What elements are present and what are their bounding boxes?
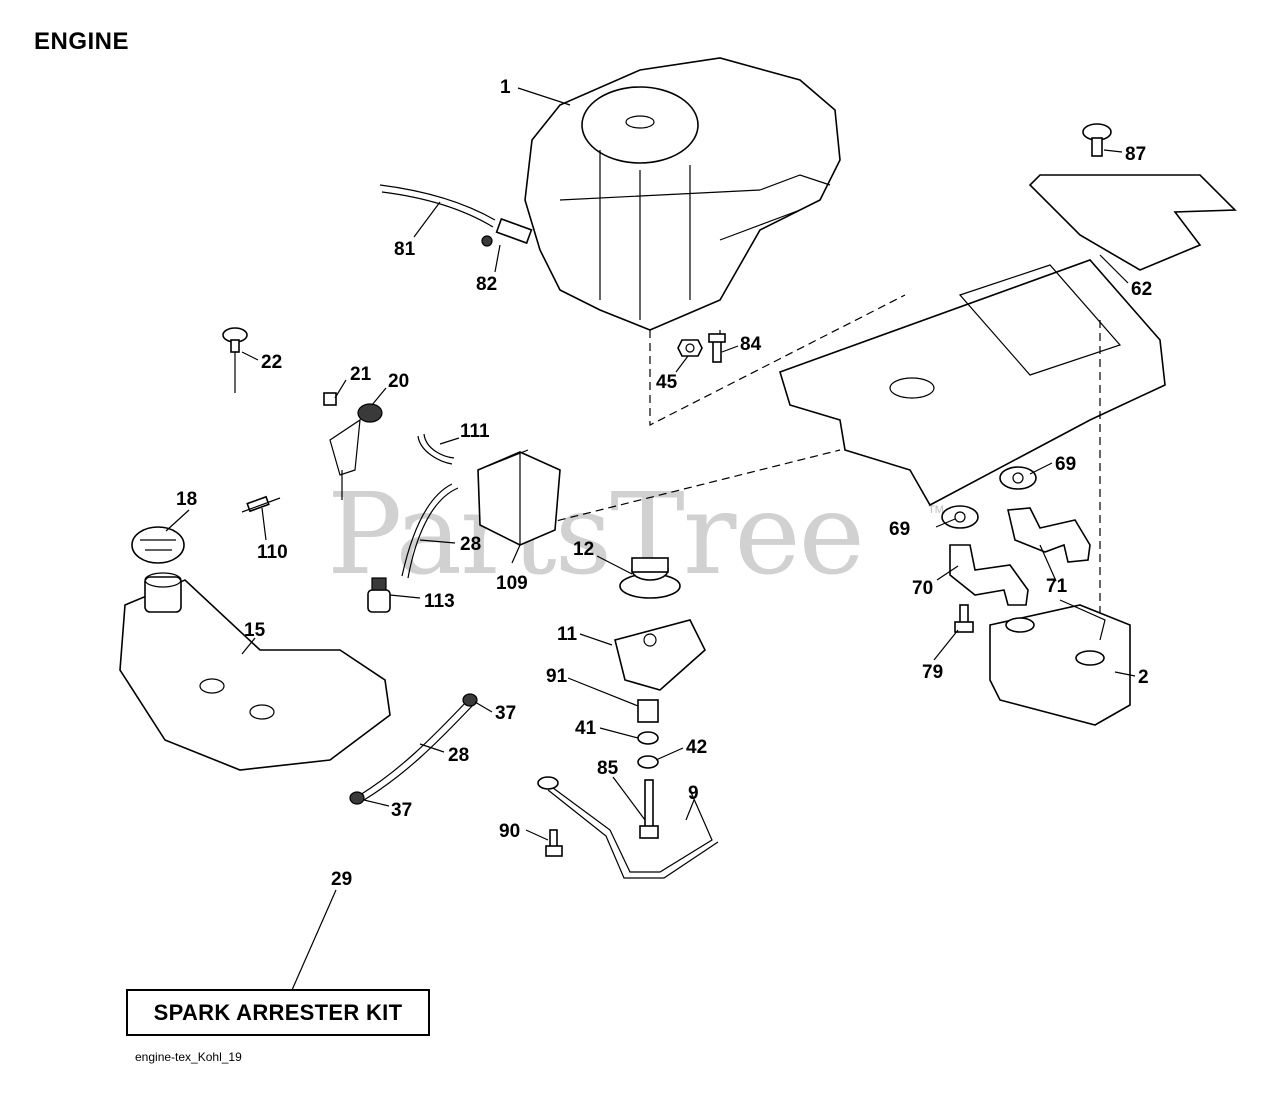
callout-22: 22 <box>261 352 282 373</box>
callout-12: 12 <box>573 539 594 560</box>
callout-42: 42 <box>686 737 707 758</box>
engine-mount-frame <box>779 259 1166 507</box>
fuel-line-81[interactable] <box>379 184 496 228</box>
callout-37-lower: 37 <box>391 800 412 821</box>
callout-81: 81 <box>394 239 416 260</box>
callout-84: 84 <box>740 334 762 355</box>
throttle-control-20[interactable] <box>329 403 383 500</box>
spark-arrester-kit-label: SPARK ARRESTER KIT <box>126 989 430 1036</box>
callout-11: 11 <box>557 624 578 645</box>
callout-2: 2 <box>1138 667 1149 688</box>
callout-15: 15 <box>244 620 266 641</box>
hose-111[interactable] <box>417 433 455 465</box>
pulley-12[interactable] <box>619 557 681 599</box>
washer-42[interactable] <box>637 755 659 769</box>
callout-70: 70 <box>912 578 933 599</box>
callout-41: 41 <box>575 718 597 739</box>
clutch-11[interactable] <box>614 619 706 691</box>
callout-45: 45 <box>656 372 678 393</box>
nut-45[interactable] <box>677 339 703 357</box>
watermark: PartsTree <box>327 470 865 600</box>
engine-part-1[interactable] <box>524 57 841 331</box>
callout-labels: 1 81 82 87 62 84 45 22 21 20 111 18 110 … <box>176 77 1152 890</box>
dipstick-22[interactable] <box>222 327 248 393</box>
bolt-84[interactable] <box>708 333 726 363</box>
connector-110[interactable] <box>241 495 281 513</box>
spacer-91[interactable] <box>637 699 659 723</box>
callout-71: 71 <box>1046 576 1068 597</box>
fuel-hose-28-upper[interactable] <box>401 483 459 579</box>
gasket-69-right[interactable] <box>999 466 1037 490</box>
callout-21: 21 <box>350 364 372 385</box>
knob-87[interactable] <box>1082 123 1112 157</box>
callout-79: 79 <box>922 662 943 683</box>
fuel-tank-15[interactable] <box>119 572 391 771</box>
callout-69-left: 69 <box>889 519 910 540</box>
callout-28-upper: 28 <box>460 534 481 555</box>
callout-109: 109 <box>496 573 528 594</box>
muffler-2[interactable] <box>989 599 1131 726</box>
callout-113: 113 <box>424 591 455 612</box>
leader-lines <box>165 87 1136 991</box>
hose-clamp-37-upper[interactable] <box>462 693 478 707</box>
callout-69-right: 69 <box>1055 454 1076 475</box>
canister-109[interactable] <box>477 449 561 546</box>
callout-85: 85 <box>597 758 619 779</box>
bolt-79[interactable] <box>954 604 974 633</box>
washer-41[interactable] <box>637 731 659 745</box>
bolt-90[interactable] <box>545 829 563 857</box>
callout-110: 110 <box>257 542 288 563</box>
fuel-cap-18[interactable] <box>131 526 185 564</box>
exhaust-pipe-70[interactable] <box>949 544 1029 606</box>
screw-21[interactable] <box>323 392 337 406</box>
fuel-hose-28-lower[interactable] <box>359 699 475 801</box>
callout-82: 82 <box>476 274 497 295</box>
watermark-trademark: TM <box>928 504 944 516</box>
callout-20: 20 <box>388 371 409 392</box>
footer-code: engine-tex_Kohl_19 <box>135 1050 242 1064</box>
hose-clamp-37-lower[interactable] <box>349 791 365 805</box>
page-title: ENGINE <box>34 28 130 55</box>
callout-29: 29 <box>331 869 352 890</box>
bracket-9[interactable] <box>544 781 719 879</box>
fuel-filter-82[interactable] <box>481 217 533 247</box>
callout-87: 87 <box>1125 144 1146 165</box>
callout-28-lower: 28 <box>448 745 469 766</box>
callout-111: 111 <box>460 421 490 442</box>
gasket-69-left[interactable] <box>941 505 979 529</box>
callout-18: 18 <box>176 489 197 510</box>
callout-90: 90 <box>499 821 520 842</box>
callout-91: 91 <box>546 666 568 687</box>
callout-62: 62 <box>1131 279 1152 300</box>
callout-1: 1 <box>500 77 511 98</box>
callout-9: 9 <box>688 783 699 804</box>
bolt-85[interactable] <box>639 779 659 839</box>
callout-37-upper: 37 <box>495 703 516 724</box>
fuel-filter-113[interactable] <box>367 577 391 613</box>
exhaust-pipe-71[interactable] <box>1007 507 1091 563</box>
cover-plate-62[interactable] <box>1028 174 1237 271</box>
